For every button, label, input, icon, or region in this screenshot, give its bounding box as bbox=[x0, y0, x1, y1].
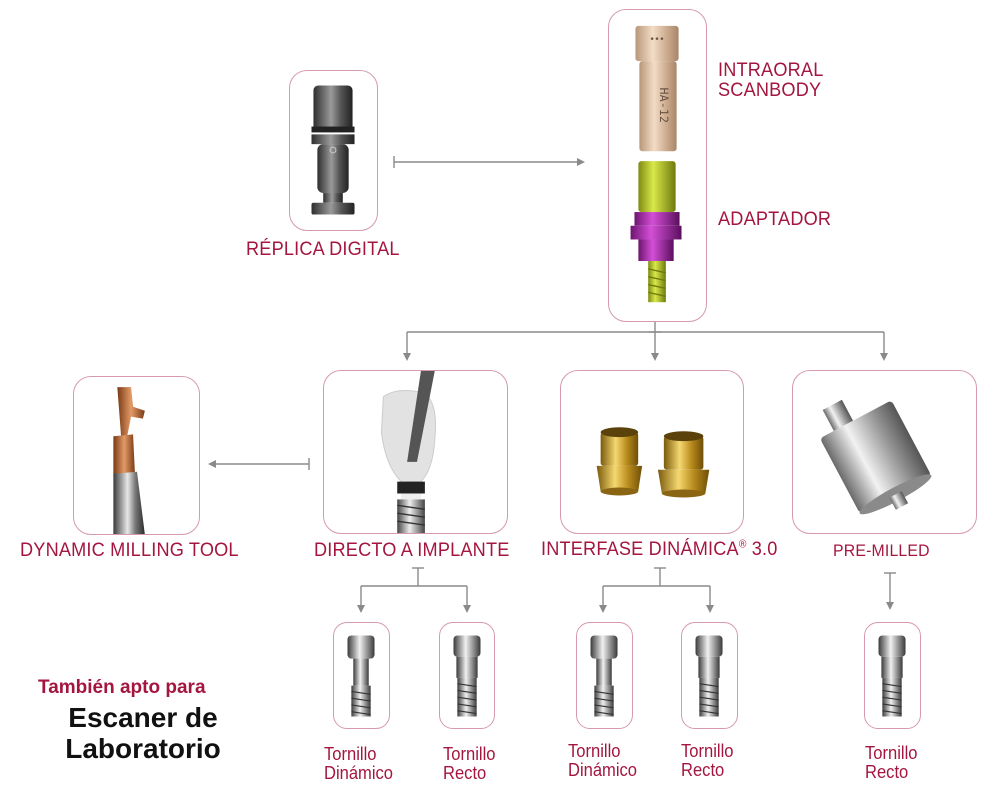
note-line-1: También apto para bbox=[38, 677, 206, 698]
label-adaptador: ADAPTADOR bbox=[718, 208, 832, 230]
label-dynamic-milling-tool: DYNAMIC MILLING TOOL bbox=[20, 539, 239, 561]
label-interfase-version: 3.0 bbox=[751, 538, 778, 560]
note-line-2: Escaner de bbox=[68, 702, 218, 733]
label-interfase-name: INTERFASE DINÁMICA bbox=[541, 538, 739, 560]
label-dinamico: Dinámico bbox=[324, 763, 394, 783]
label-scanbody: SCANBODY bbox=[718, 79, 822, 101]
label-tornillo: Tornillo bbox=[681, 741, 734, 761]
label-recto: Recto bbox=[865, 762, 909, 782]
note-line-3: Laboratorio bbox=[65, 733, 221, 764]
screw-dinamico-image bbox=[347, 635, 375, 717]
label-intraoral-scanbody: INTRAORAL SCANBODY bbox=[718, 60, 823, 100]
label-replica-digital: RÉPLICA DIGITAL bbox=[246, 238, 400, 260]
label-tornillo: Tornillo bbox=[324, 744, 377, 764]
note-lines-2-3: Escaner de Laboratorio bbox=[58, 702, 228, 764]
label-tornillo: Tornillo bbox=[865, 743, 918, 763]
screw-dinamico-image-2 bbox=[590, 635, 618, 717]
label-interfase-tornillo-dinamico: Tornillo Dinámico bbox=[568, 742, 637, 780]
scanbody-adaptador-box: HA-12 bbox=[608, 9, 707, 322]
label-recto: Recto bbox=[443, 763, 487, 783]
interfase-dinamica-image bbox=[596, 427, 710, 498]
replica-digital-box bbox=[289, 70, 378, 231]
label-directo-a-implante: DIRECTO A IMPLANTE bbox=[314, 539, 510, 561]
label-interfase-dinamica: INTERFASE DINÁMICA® 3.0 bbox=[541, 538, 778, 561]
screw-box-directo-recto bbox=[439, 622, 495, 729]
label-recto: Recto bbox=[681, 760, 725, 780]
milling-tool-image bbox=[113, 387, 145, 534]
screw-box-directo-dinamico bbox=[333, 622, 390, 729]
screw-box-interfase-recto bbox=[681, 622, 738, 729]
pre-milled-image bbox=[821, 399, 932, 515]
interfase-dinamica-box bbox=[560, 370, 744, 534]
screw-recto-image-2 bbox=[695, 635, 723, 717]
registered-mark: ® bbox=[738, 538, 747, 551]
svg-text:HA-12: HA-12 bbox=[657, 88, 671, 123]
milling-tool-box bbox=[73, 376, 200, 535]
label-directo-tornillo-recto: Tornillo Recto bbox=[443, 745, 495, 783]
interfase-piece-left bbox=[596, 427, 643, 496]
directo-implante-box bbox=[323, 370, 508, 534]
screw-box-interfase-dinamico bbox=[576, 622, 633, 729]
label-tornillo: Tornillo bbox=[568, 741, 621, 761]
pre-milled-box bbox=[792, 370, 977, 534]
label-directo-tornillo-dinamico: Tornillo Dinámico bbox=[324, 745, 393, 783]
label-dinamico: Dinámico bbox=[568, 760, 638, 780]
interfase-piece-right bbox=[657, 431, 710, 498]
label-tornillo: Tornillo bbox=[443, 744, 496, 764]
screw-recto-image-3 bbox=[878, 635, 906, 717]
directo-implante-image bbox=[380, 371, 436, 533]
label-premilled-tornillo-recto: Tornillo Recto bbox=[865, 744, 917, 782]
replica-digital-image bbox=[311, 85, 355, 215]
scanbody-adaptador-image: HA-12 bbox=[630, 25, 682, 303]
screw-box-premilled-recto bbox=[864, 622, 921, 729]
label-intraoral: INTRAORAL bbox=[718, 59, 824, 81]
label-interfase-tornillo-recto: Tornillo Recto bbox=[681, 742, 733, 780]
screw-recto-image bbox=[453, 635, 481, 717]
label-pre-milled: PRE-MILLED bbox=[833, 541, 930, 560]
